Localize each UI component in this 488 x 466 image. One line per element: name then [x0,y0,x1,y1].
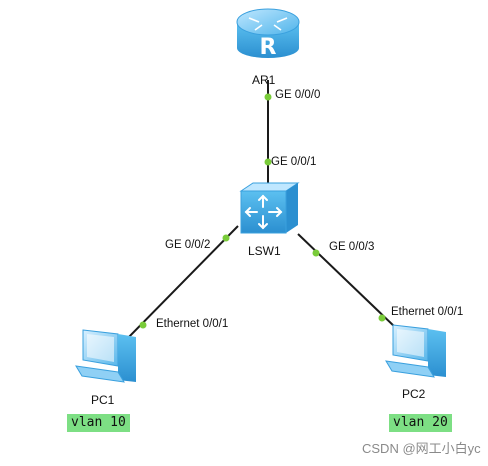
switch-icon[interactable] [239,182,300,234]
pc-icon[interactable] [75,329,136,383]
port-label-lsw1-ge003: GE 0/0/3 [329,241,375,253]
port-dot-lsw1-ge001 [264,158,272,166]
vlan-badge-pc2: vlan 20 [389,414,452,432]
port-dot-lsw1-ge002 [222,234,230,242]
port-dot-pc1-eth [139,321,147,329]
switch-name-label: LSW1 [248,244,281,258]
port-label-lsw1-ge002: GE 0/0/2 [165,239,211,251]
svg-text:R: R [260,35,277,60]
port-label-pc1-eth: Ethernet 0/0/1 [156,318,229,330]
pc2-name-label: PC2 [402,387,426,401]
vlan-badge-pc1: vlan 10 [67,414,130,432]
link-lsw1-pc2 [297,233,397,329]
router-icon[interactable]: R [236,8,300,60]
port-label-pc2-eth: Ethernet 0/0/1 [391,306,464,318]
port-label-ar1-ge000: GE 0/0/0 [275,89,321,101]
router-name-label: AR1 [252,73,276,87]
port-dot-lsw1-ge003 [312,249,320,257]
pc1-name-label: PC1 [91,393,115,407]
port-dot-pc2-eth [378,314,386,322]
port-dot-ar1-ge000 [264,93,272,101]
port-label-lsw1-ge001: GE 0/0/1 [271,156,317,168]
watermark: CSDN @网工小白yc [362,441,481,456]
pc-icon[interactable] [385,324,446,378]
